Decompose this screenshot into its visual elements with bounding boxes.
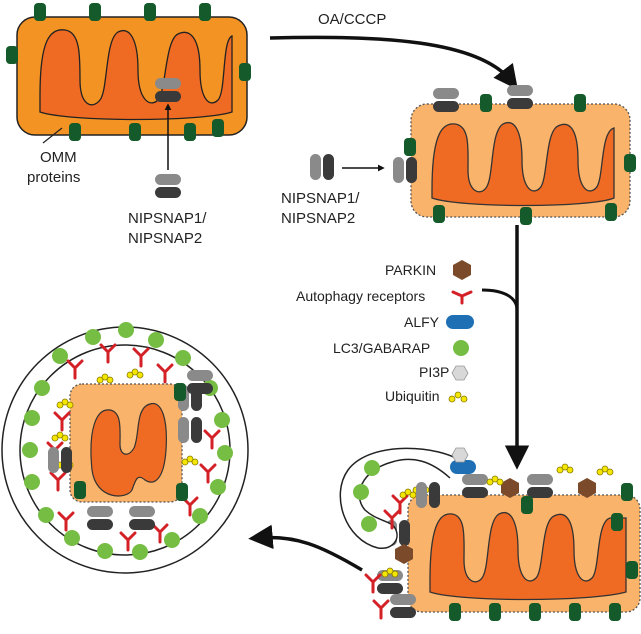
legend-pi3p-label: PI3P <box>419 364 449 380</box>
legend-receptors-label: Autophagy receptors <box>296 288 425 304</box>
ubiquitin-chain-icon <box>448 391 468 403</box>
nipsnap-label-a-line1: NIPSNAP1/ <box>128 210 207 227</box>
legend-parkin-label: PARKIN <box>385 262 436 278</box>
omm-label-line2: proteins <box>27 169 80 186</box>
legend-ubiquitin-label: Ubiquitin <box>385 388 439 404</box>
engulfing-mitochondrion <box>364 463 641 621</box>
autophagosome <box>1 322 249 574</box>
nipsnap-cytosolic-icon <box>155 174 181 198</box>
depolarized-mitochondrion <box>393 85 636 225</box>
omm-pointer-line <box>42 127 63 144</box>
healthy-mitochondrion <box>6 3 251 141</box>
nipsnap-label-b-line1: NIPSNAP1/ <box>281 190 360 207</box>
nipsnap-label-a-line2: NIPSNAP2 <box>128 230 202 247</box>
legend: PARKIN Autophagy receptors ALFY LC3/GABA… <box>296 260 474 404</box>
legend-brace <box>481 288 519 311</box>
pi3p-icon <box>451 365 469 381</box>
phagophore <box>339 447 476 549</box>
lc3-circle-icon <box>453 340 469 356</box>
autophagosome-arrow <box>248 524 363 572</box>
omm-label-line1: OMM <box>40 149 77 166</box>
autophagy-receptor-icon <box>451 290 473 305</box>
legend-lc3-label: LC3/GABARAP <box>333 340 430 356</box>
nipsnap-label-b-line2: NIPSNAP2 <box>281 210 355 227</box>
parkin-hexagon-icon <box>453 260 471 280</box>
treatment-label: OA/CCCP <box>318 11 386 28</box>
alfy-pill-icon <box>446 315 474 329</box>
legend-alfy-label: ALFY <box>404 314 440 330</box>
nipsnap-recruited-icon <box>310 154 334 180</box>
treatment-arrow <box>269 35 518 90</box>
